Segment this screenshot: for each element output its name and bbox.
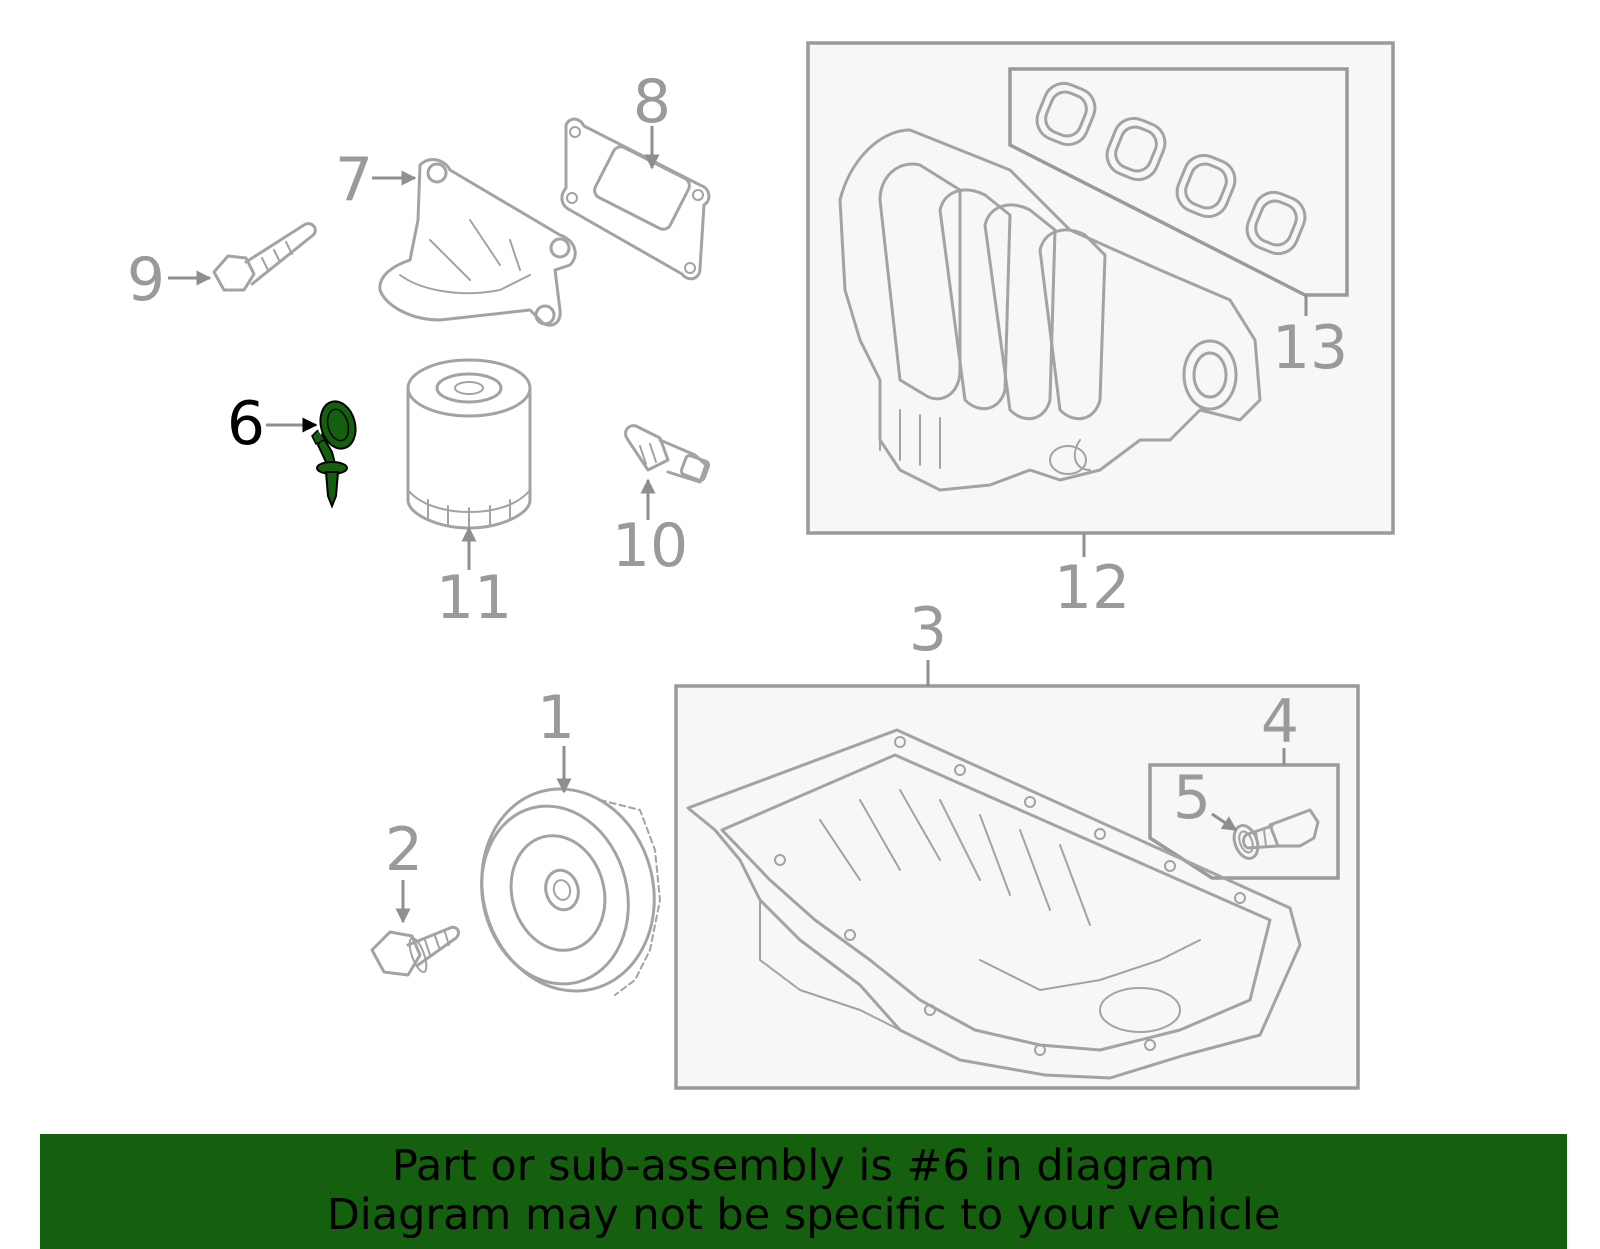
intake-gaskets bbox=[1035, 81, 1307, 256]
callout-5: 5 bbox=[1173, 763, 1211, 833]
callout-11: 11 bbox=[436, 563, 512, 633]
adapter-bolt bbox=[212, 222, 317, 292]
banner-line-2: Diagram may not be specific to your vehi… bbox=[326, 1190, 1281, 1240]
callout-6: 6 bbox=[227, 389, 265, 459]
callout-2: 2 bbox=[385, 815, 423, 885]
oil-filter bbox=[406, 358, 532, 530]
callout-12: 12 bbox=[1054, 553, 1130, 623]
callout-7: 7 bbox=[335, 145, 373, 215]
callout-4: 4 bbox=[1261, 687, 1299, 757]
oil-pressure-switch bbox=[624, 424, 711, 484]
highlighted-part-6[interactable] bbox=[311, 397, 361, 509]
callout-10: 10 bbox=[612, 511, 688, 581]
group-box-12 bbox=[806, 41, 1395, 535]
callout-1: 1 bbox=[537, 683, 575, 753]
intake-manifold bbox=[838, 128, 1262, 492]
callout-8: 8 bbox=[633, 67, 671, 137]
crankshaft-pulley bbox=[480, 787, 661, 996]
pulley-bolt bbox=[370, 925, 460, 977]
oil-pan bbox=[686, 728, 1302, 1080]
callout-3: 3 bbox=[909, 595, 947, 665]
adapter-gasket bbox=[560, 117, 711, 281]
drain-plug-washer bbox=[1232, 824, 1260, 860]
callout-9: 9 bbox=[127, 245, 165, 315]
group-box-13 bbox=[1008, 67, 1349, 297]
callout-13: 13 bbox=[1272, 313, 1348, 383]
banner-line-1: Part or sub-assembly is #6 in diagram bbox=[391, 1141, 1216, 1191]
notice-banner: Part or sub-assembly is #6 in diagram Di… bbox=[40, 1134, 1567, 1249]
oil-filter-adapter bbox=[378, 158, 577, 327]
group-box-4 bbox=[1148, 763, 1340, 880]
